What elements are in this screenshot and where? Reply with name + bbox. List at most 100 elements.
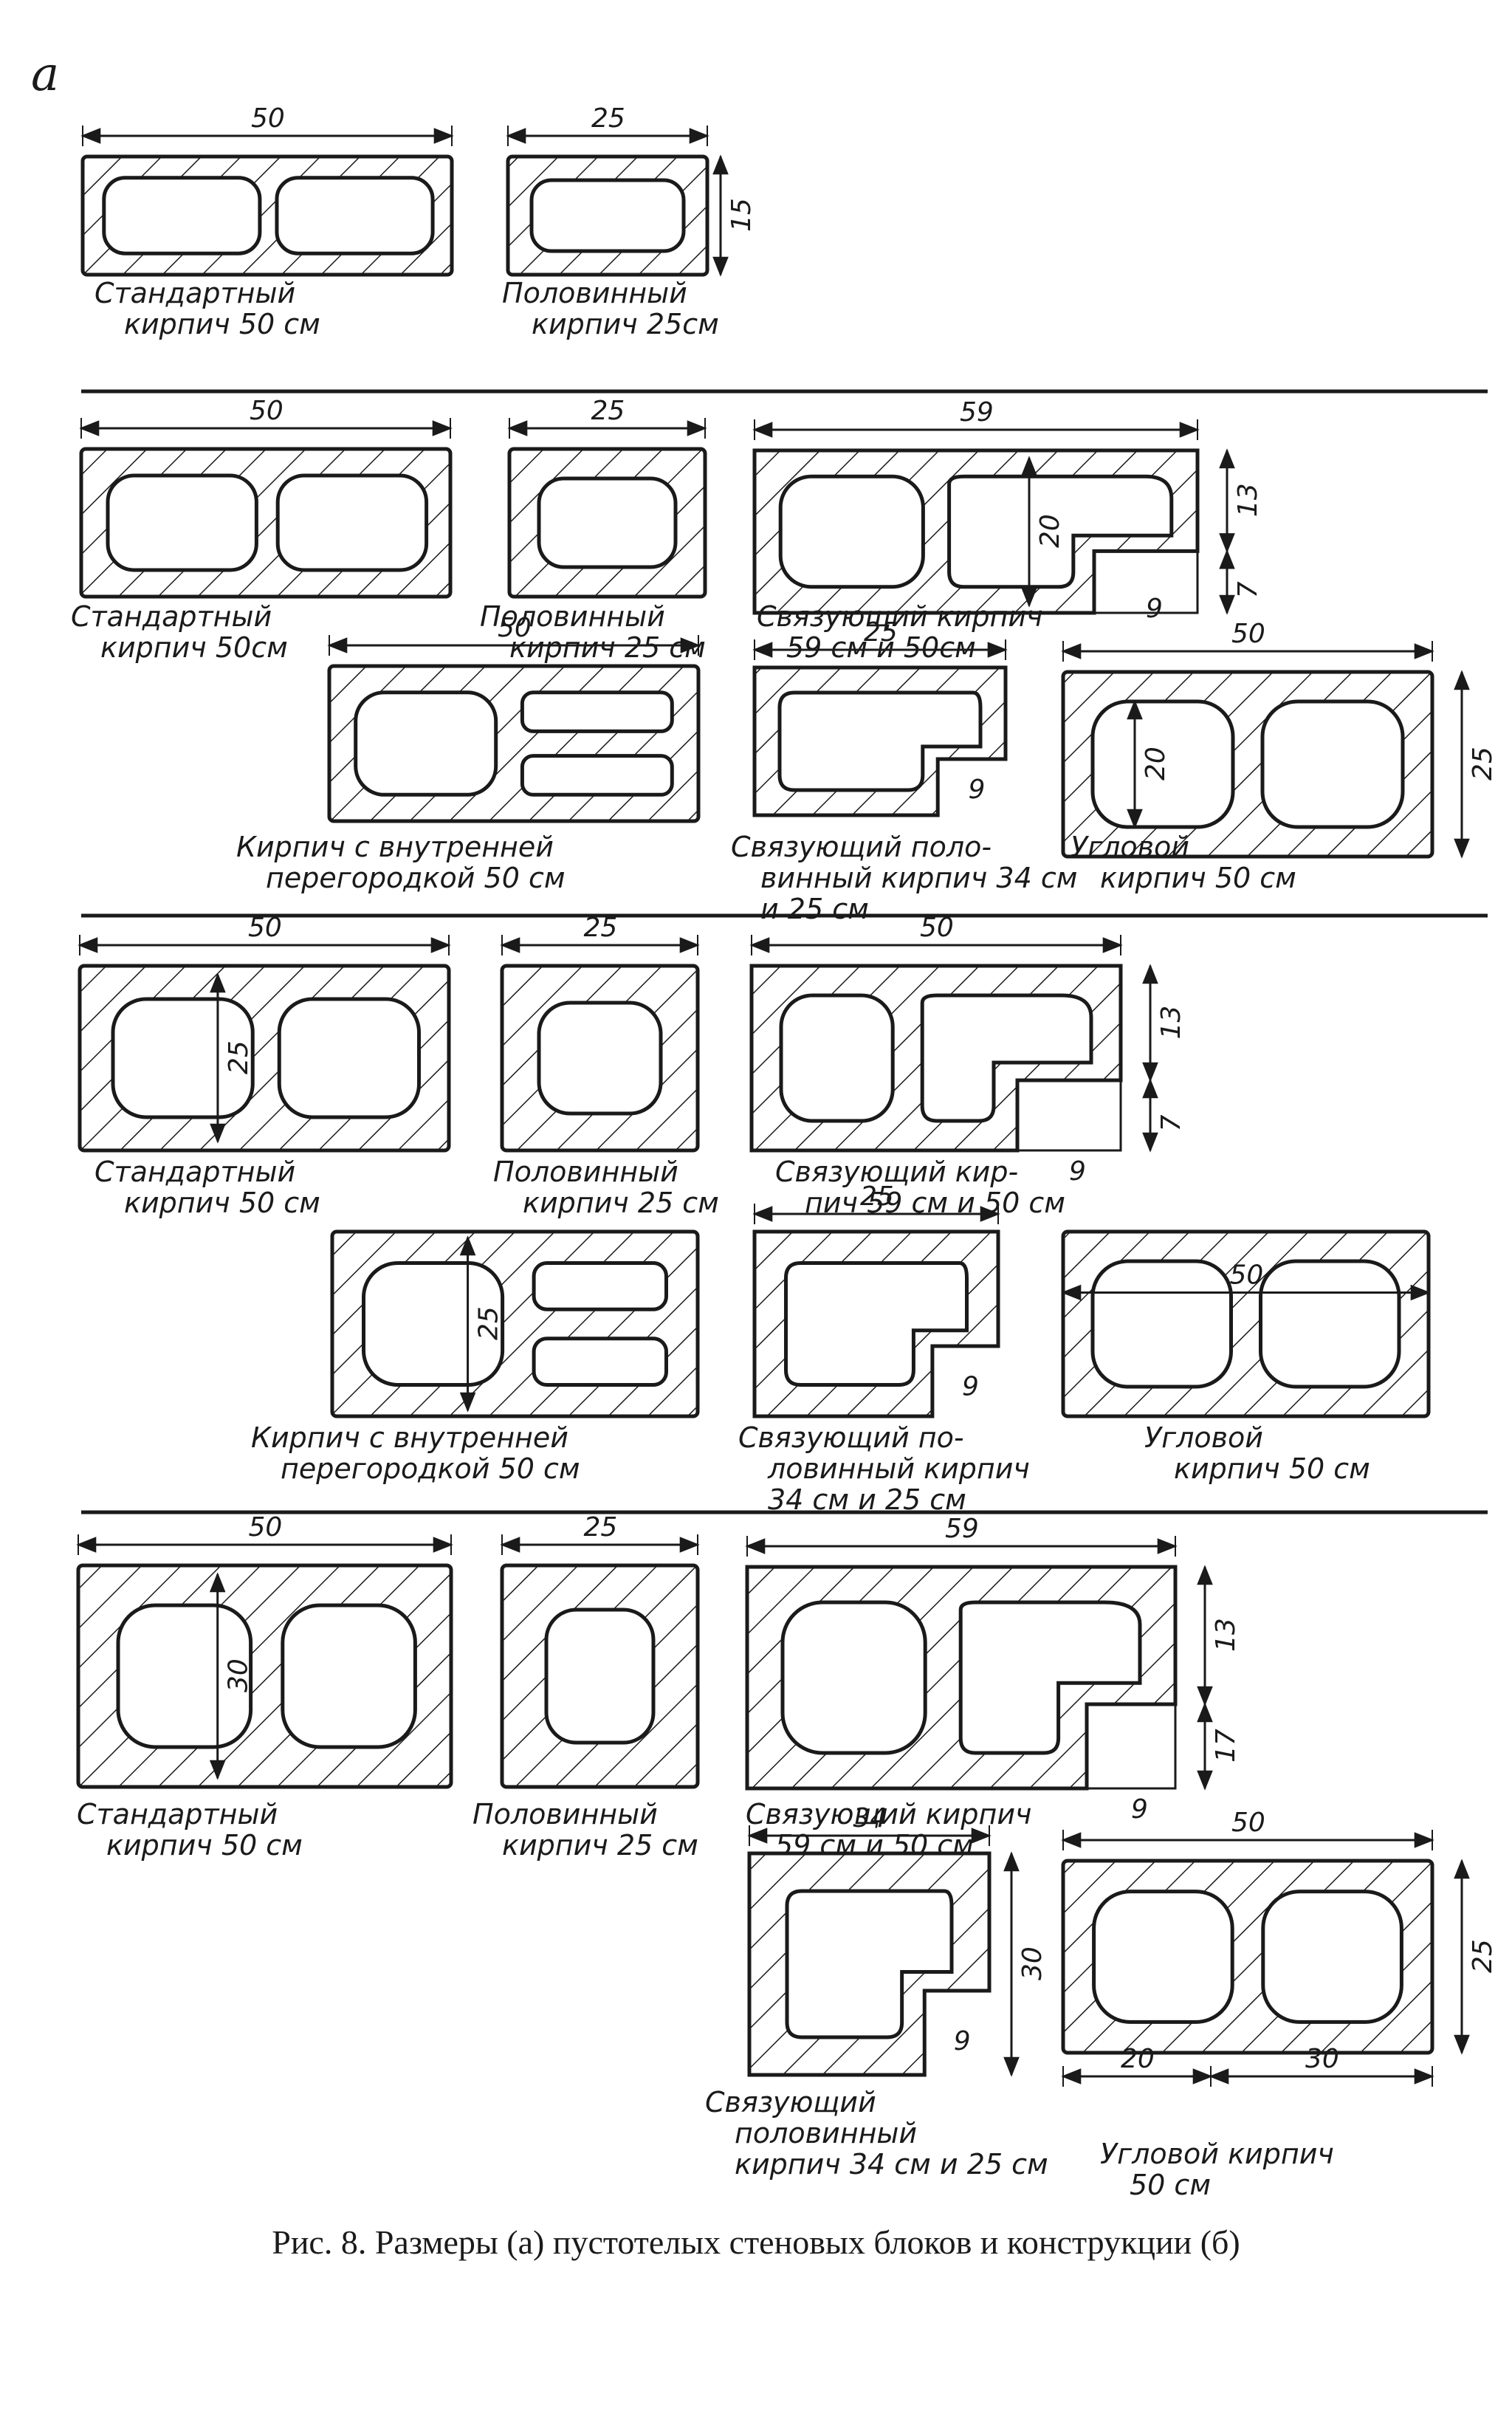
brick-caption: Половинный <box>502 277 687 309</box>
brick-cavity <box>778 474 925 589</box>
brick-caption: перегородкой 50 см <box>266 862 566 894</box>
brick-cavity <box>537 476 678 569</box>
brick-caption: кирпич 34 см и 25 см <box>735 2148 1048 2180</box>
length-dim-label: 50 <box>249 1512 283 1543</box>
brick-caption: кирпич 50 см <box>124 1187 320 1219</box>
length-dim-label: 50 <box>920 913 954 943</box>
brick-caption: Стандартный <box>71 600 272 633</box>
brick-caption: Связующий кирпич <box>757 600 1043 633</box>
upper-dim-label: 13 <box>1156 1006 1186 1040</box>
notch-outline <box>1016 1079 1122 1152</box>
corner-left-dim-label: 20 <box>1121 2044 1155 2074</box>
figure-caption: Рис. 8. Размеры (а) пустотелых стеновых … <box>272 2223 1240 2261</box>
notch-dim-label: 9 <box>1131 1794 1148 1825</box>
brick-caption: Связующий по- <box>738 1421 964 1454</box>
brick-cavity <box>106 473 258 572</box>
brick-caption: винный кирпич 34 см <box>760 862 1077 894</box>
brick-caption: кирпич 25см <box>532 308 719 340</box>
brick-cavity <box>520 754 674 797</box>
brick-caption: Кирпич с внутренней <box>251 1421 568 1454</box>
height-dim-label: 25 <box>224 1040 254 1074</box>
brick-caption: Половинный <box>493 1156 678 1188</box>
inner-dim-label: 20 <box>1035 514 1065 548</box>
brick-caption: и 25 см <box>760 893 869 925</box>
brick-cavity <box>784 1261 969 1387</box>
length-dim-label: 34 <box>853 1803 887 1833</box>
brick-cavity <box>920 993 1093 1123</box>
brick-caption: Связующий кир- <box>775 1156 1018 1188</box>
height-dim-label: 15 <box>726 198 757 232</box>
brick-caption: Стандартный <box>94 1156 295 1188</box>
brick-cavity <box>532 1261 668 1311</box>
height-dim-label: 25 <box>1468 1939 1498 1973</box>
brick-cavity <box>777 690 983 792</box>
brick-cavity <box>275 176 435 255</box>
brick-cavity <box>780 1600 927 1755</box>
notch-dim-label: 9 <box>954 2026 971 2056</box>
brick-caption: 50 см <box>1130 2169 1211 2201</box>
brick-cavity <box>275 473 429 572</box>
brick-caption: 34 см и 25 см <box>768 1483 966 1516</box>
brick-caption: кирпич 50см <box>100 631 288 664</box>
height-dim-label: 25 <box>1468 747 1498 780</box>
brick-caption: кирпич 25 см <box>509 631 706 664</box>
brick-cavity <box>947 474 1174 589</box>
brick-caption: кирпич 25 см <box>502 1829 698 1862</box>
corner-right-dim-label: 30 <box>1305 2044 1339 2074</box>
height-dim-label: 30 <box>1017 1946 1048 1980</box>
length-dim-label: 50 <box>251 103 285 134</box>
length-dim-label: 59 <box>945 1514 979 1544</box>
brick-caption: Угловой <box>1144 1421 1263 1454</box>
length-dim-label: 25 <box>860 1181 894 1212</box>
length-dim-label: 50 <box>1231 1808 1265 1838</box>
notch-dim-label: 9 <box>1146 594 1163 624</box>
brick-cavity <box>779 993 895 1123</box>
height-dim-label: 25 <box>474 1306 504 1340</box>
length-dim-label: 25 <box>591 103 625 134</box>
height-dim-label: 30 <box>224 1658 254 1692</box>
inner-dim-label: 20 <box>1141 747 1171 780</box>
lower-dim-label: 7 <box>1156 1115 1186 1132</box>
notch-dim-label: 9 <box>962 1372 979 1402</box>
brick-cavity <box>1092 1890 1234 2024</box>
brick-cavity <box>532 1337 668 1387</box>
brick-caption: Связующий кирпич <box>746 1798 1032 1830</box>
brick-caption: Половинный <box>480 600 665 633</box>
brick-cavity <box>354 690 498 797</box>
brick-caption: ловинный кирпич <box>767 1452 1030 1485</box>
brick-caption: кирпич 50 см <box>1100 862 1296 894</box>
panel-label: a <box>31 47 59 102</box>
length-dim-label: 25 <box>864 617 898 648</box>
brick-caption: Связующий поло- <box>731 831 992 863</box>
upper-dim-label: 13 <box>1233 483 1263 517</box>
notch-dim-label: 9 <box>1069 1156 1086 1187</box>
brick-caption: перегородкой 50 см <box>281 1452 580 1485</box>
brick-caption: Связующий <box>705 2086 876 2118</box>
length-dim-label: 50 <box>1231 619 1265 649</box>
brick-caption: кирпич 50 см <box>124 308 320 340</box>
length-dim-label: 25 <box>591 396 625 426</box>
lower-dim-label: 17 <box>1211 1729 1241 1763</box>
length-dim-label: 25 <box>584 913 618 943</box>
brick-cavity <box>281 1603 417 1749</box>
length-dim-label: 50 <box>498 613 532 643</box>
brick-cavity <box>544 1607 656 1745</box>
brick-cavity <box>785 1889 954 2039</box>
brick-caption: половинный <box>735 2117 917 2149</box>
brick-cavity <box>1090 1259 1233 1389</box>
brick-caption: Половинный <box>472 1798 658 1830</box>
